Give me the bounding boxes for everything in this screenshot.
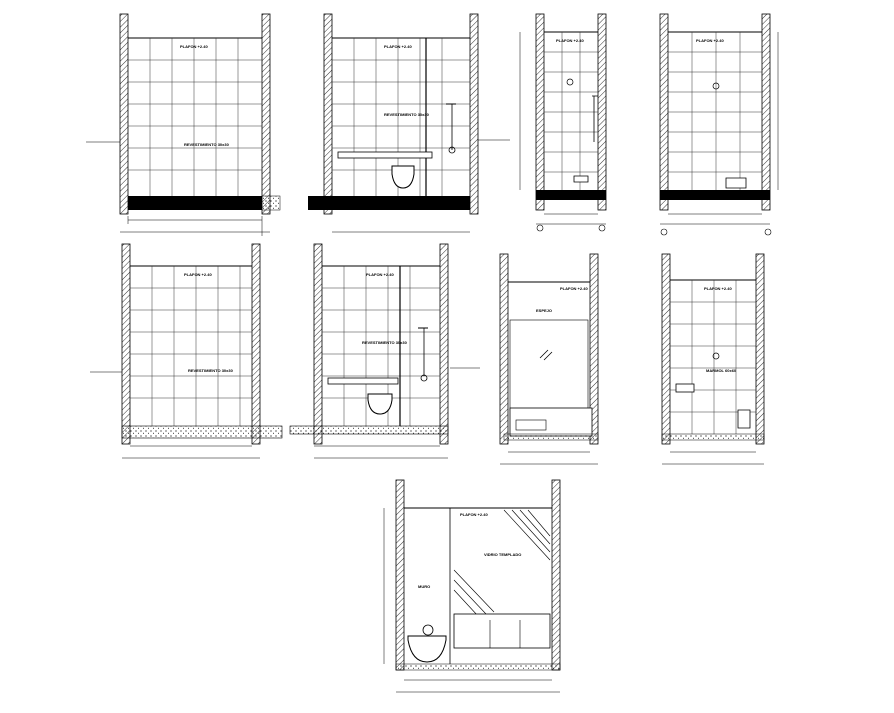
side-wall-label: MURO bbox=[418, 584, 430, 589]
elevation-2: PLAFON +2.40 REVESTIMIENTO 30x30 bbox=[308, 13, 510, 233]
ceiling-label: PLAFON +2.40 bbox=[384, 44, 412, 49]
wall-finish-label: MARMOL 60x60 bbox=[706, 368, 737, 373]
wall-finish-label: REVESTIMIENTO 30x30 bbox=[362, 340, 408, 345]
ceiling-label: PLAFON +2.40 bbox=[556, 38, 584, 43]
ceiling-label: PLAFON +2.40 bbox=[180, 44, 208, 49]
elevation-3: PLAFON +2.40 bbox=[519, 13, 607, 232]
ceiling-label: PLAFON +2.40 bbox=[696, 38, 724, 43]
wall-finish-label: REVESTIMIENTO 30x30 bbox=[184, 142, 230, 147]
ceiling-label: PLAFON +2.40 bbox=[704, 286, 732, 291]
elevation-4: PLAFON +2.40 bbox=[659, 13, 779, 236]
wall-finish-label: ESPEJO bbox=[536, 308, 552, 313]
elevation-6: PLAFON +2.40 REVESTIMIENTO 30x30 bbox=[289, 243, 480, 459]
wall-finish-label: REVESTIMIENTO 30x30 bbox=[188, 368, 234, 373]
wall-finish-label: REVESTIMIENTO 30x30 bbox=[384, 112, 430, 117]
elevation-8: PLAFON +2.40 MARMOL 60x60 bbox=[661, 253, 765, 465]
elevation-5: PLAFON +2.40 REVESTIMIENTO 30x30 bbox=[90, 243, 283, 459]
elevation-1: PLAFON +2.40 REVESTIMIENTO 30x30 bbox=[86, 13, 281, 236]
elevation-9: PLAFON +2.40 VIDRIO TEMPLADO MURO bbox=[383, 479, 561, 693]
ceiling-label: PLAFON +2.40 bbox=[560, 286, 588, 291]
ceiling-label: PLAFON +2.40 bbox=[184, 272, 212, 277]
ceiling-label: PLAFON +2.40 bbox=[460, 512, 488, 517]
ceiling-label: PLAFON +2.40 bbox=[366, 272, 394, 277]
wall-finish-label: VIDRIO TEMPLADO bbox=[484, 552, 521, 557]
elevation-7: PLAFON +2.40 ESPEJO bbox=[499, 253, 599, 465]
